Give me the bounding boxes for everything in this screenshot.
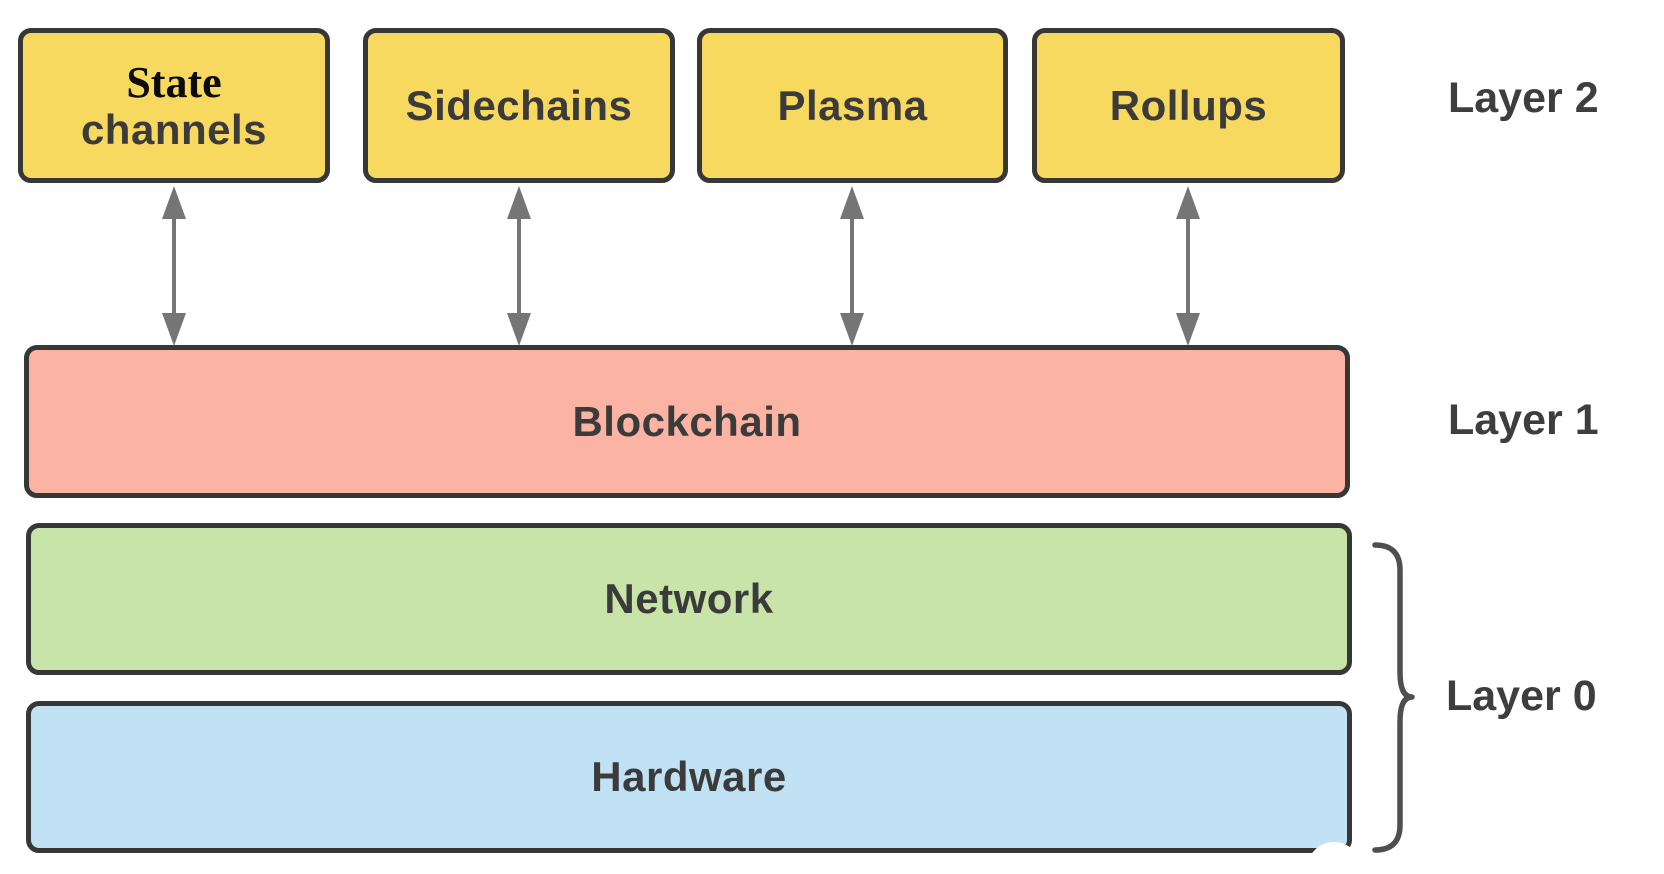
state-channels-line2: channels — [80, 105, 268, 153]
layer0-label: Layer 0 — [1446, 672, 1597, 720]
arrow-down-head — [507, 313, 531, 346]
blockchain-label: Blockchain — [572, 397, 802, 445]
plasma-label: Plasma — [777, 81, 928, 129]
sidechains-box: Sidechains — [363, 28, 675, 183]
layer1-label: Layer 1 — [1448, 396, 1599, 444]
bidirectional-arrow-icon — [506, 186, 532, 346]
network-label: Network — [604, 575, 774, 622]
arrow-shaft — [850, 217, 854, 315]
arrow-up-head — [507, 186, 531, 219]
rollups-box: Rollups — [1032, 28, 1345, 183]
arrow-down-head — [1176, 313, 1200, 346]
arrow-up-head — [162, 186, 186, 219]
bidirectional-arrow-icon — [161, 186, 187, 346]
hardware-label: Hardware — [591, 753, 787, 800]
bidirectional-arrow-icon — [1175, 186, 1201, 346]
arrow-down-head — [162, 313, 186, 346]
arrow-shaft — [517, 217, 521, 315]
curly-brace-icon — [1372, 542, 1415, 853]
blockchain-box: Blockchain — [24, 345, 1350, 498]
state-channels-box: State channels — [18, 28, 330, 183]
arrow-shaft — [1186, 217, 1190, 315]
sidechains-label: Sidechains — [405, 81, 633, 129]
bidirectional-arrow-icon — [839, 186, 865, 346]
network-box: Network — [26, 523, 1352, 675]
arrow-down-head — [840, 313, 864, 346]
hardware-box: Hardware — [26, 701, 1352, 853]
plasma-box: Plasma — [697, 28, 1008, 183]
state-channels-label: State channels — [81, 59, 267, 153]
arrow-up-head — [1176, 186, 1200, 219]
rollups-label: Rollups — [1109, 81, 1268, 129]
state-channels-line1: State — [126, 57, 222, 107]
arrow-shaft — [172, 217, 176, 315]
arrow-up-head — [840, 186, 864, 219]
layer2-label: Layer 2 — [1448, 74, 1599, 122]
